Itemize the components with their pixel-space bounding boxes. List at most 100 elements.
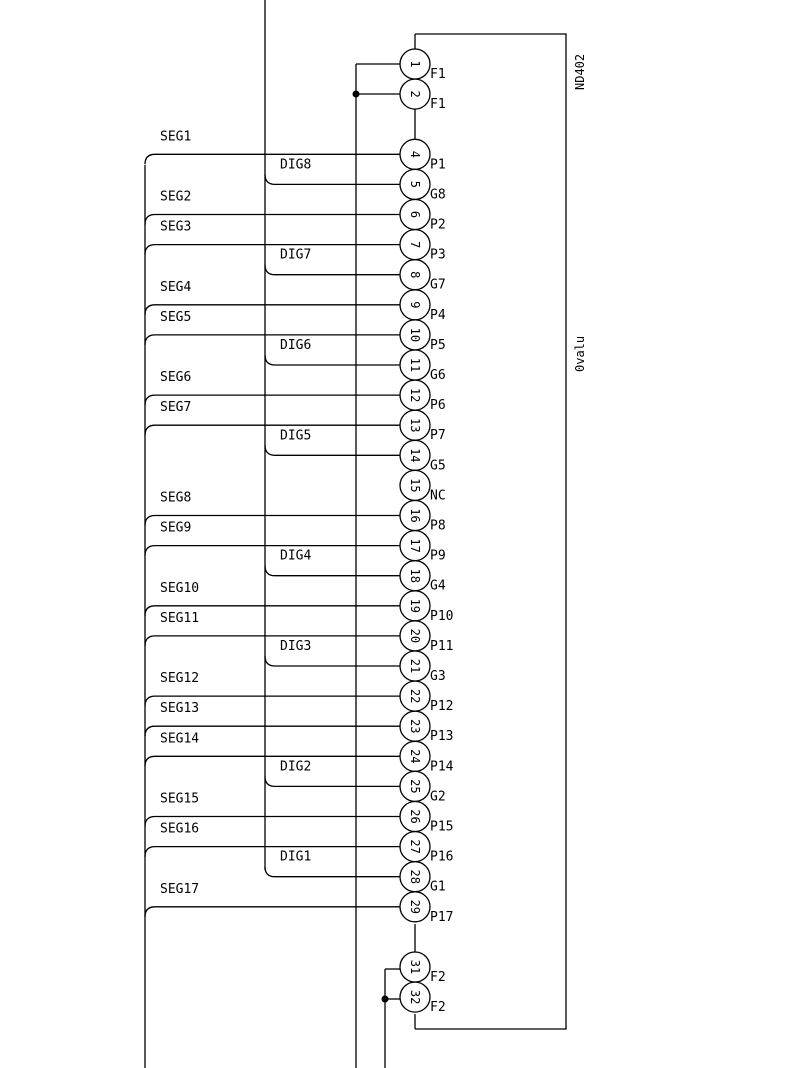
pin-number: 4 <box>408 151 422 158</box>
seg-wire <box>144 213 400 225</box>
seg-net-label: SEG11 <box>160 611 199 626</box>
dig-wire <box>264 174 400 186</box>
seg-net-label: SEG5 <box>160 310 191 325</box>
dig-net-label: DIG8 <box>280 157 311 172</box>
pin-name: NC <box>430 488 446 503</box>
seg-wire <box>144 635 400 646</box>
seg-wire <box>144 725 400 737</box>
dig-net-label: DIG5 <box>280 428 311 443</box>
pin-number: 19 <box>408 599 422 613</box>
seg-net-label: SEG14 <box>160 731 199 746</box>
pin-name: G3 <box>430 669 446 684</box>
seg-wire <box>144 695 400 707</box>
pin-number: 5 <box>408 181 422 188</box>
seg-wire <box>144 304 400 315</box>
pin-number: 11 <box>408 358 422 372</box>
seg-net-label: SEG15 <box>160 792 199 807</box>
pin-number: 1 <box>408 60 422 67</box>
component-outline <box>415 33 567 1030</box>
dig-wire <box>264 565 400 577</box>
pin-name: F2 <box>430 1000 446 1015</box>
pin-number: 18 <box>408 568 422 582</box>
seg-wire <box>144 815 400 827</box>
pin-number: 17 <box>408 538 422 552</box>
pin-number: 16 <box>408 508 422 522</box>
seg-wire <box>144 424 400 436</box>
dig-wire <box>264 445 400 456</box>
pin-name: P9 <box>430 549 446 564</box>
pin-number: 6 <box>408 211 422 218</box>
component-ref: ND402 <box>573 54 587 90</box>
pin-number: 10 <box>408 328 422 342</box>
pin-number: 24 <box>408 749 422 763</box>
pin-name: P11 <box>430 639 453 654</box>
pin-number: 12 <box>408 388 422 402</box>
seg-wire <box>144 605 400 616</box>
pin-number: 29 <box>408 900 422 914</box>
pin-number: 25 <box>408 779 422 793</box>
pin-name: P7 <box>430 428 446 443</box>
pin-name: P3 <box>430 248 446 263</box>
pin-circle <box>399 78 431 110</box>
seg-net-label: SEG16 <box>160 822 199 837</box>
labels-layer: ND402 0valu F1F1SEG1P1DIG8G8SEG2P2SEG3P3… <box>160 54 587 1015</box>
pin-name: P5 <box>430 338 446 353</box>
seg-net-label: SEG8 <box>160 491 191 506</box>
seg-net-label: SEG9 <box>160 521 191 536</box>
dig-wire <box>264 354 400 366</box>
pin-name: F2 <box>430 970 446 985</box>
pin-name: P13 <box>430 729 453 744</box>
seg-net-label: SEG1 <box>160 129 191 144</box>
seg-net-label: SEG3 <box>160 220 191 235</box>
dig-wire <box>264 655 400 667</box>
pin-name: P12 <box>430 699 453 714</box>
seg-net-label: SEG6 <box>160 370 191 385</box>
junction-dot-f1 <box>352 90 360 98</box>
dig-net-label: DIG6 <box>280 338 311 353</box>
pin-name: G1 <box>430 880 446 895</box>
pin-number: 23 <box>408 719 422 733</box>
seg-wire <box>144 755 400 767</box>
pin-name: P10 <box>430 609 453 624</box>
pin-name: P1 <box>430 157 446 172</box>
dig-net-label: DIG1 <box>280 850 311 865</box>
pin-number: 22 <box>408 689 422 703</box>
pin-name: P6 <box>430 398 446 413</box>
dig-wire <box>264 776 400 788</box>
pin-number: 9 <box>408 301 422 308</box>
pin-name: P15 <box>430 820 453 835</box>
seg-net-label: SEG12 <box>160 671 199 686</box>
pin-number: 20 <box>408 629 422 643</box>
pin-number: 32 <box>408 990 422 1004</box>
seg-wire <box>144 514 400 526</box>
seg-wire <box>144 243 400 255</box>
pin-name: G2 <box>430 789 446 804</box>
seg-net-label: SEG4 <box>160 280 191 295</box>
pin-number: 15 <box>408 478 422 492</box>
seg-net-label: SEG7 <box>160 400 191 415</box>
pin-name: F1 <box>430 97 446 112</box>
dig-wire <box>264 264 400 276</box>
seg-net-label: SEG2 <box>160 190 191 205</box>
pin-name: P14 <box>430 759 454 774</box>
pin-name: P8 <box>430 519 446 534</box>
pin-number: 26 <box>408 809 422 823</box>
static-wires <box>144 0 567 1068</box>
seg-net-label: SEG13 <box>160 701 199 716</box>
pin-circle <box>399 891 431 923</box>
pin-circle <box>399 981 431 1013</box>
pin-number: 21 <box>408 659 422 673</box>
pins-layer: 1245678910111213141516171819202122232425… <box>144 48 431 1013</box>
pin-number: 27 <box>408 839 422 853</box>
dig-net-label: DIG7 <box>280 248 311 263</box>
pin-name: G8 <box>430 187 446 202</box>
seg-wire <box>144 544 400 556</box>
seg-net-label: SEG17 <box>160 882 199 897</box>
seg-wire <box>144 394 400 406</box>
pin-name: P17 <box>430 910 453 925</box>
pin-name: F1 <box>430 67 446 82</box>
pin-name: P16 <box>430 850 453 865</box>
dig-net-label: DIG3 <box>280 639 311 654</box>
pin-name: G6 <box>430 368 446 383</box>
